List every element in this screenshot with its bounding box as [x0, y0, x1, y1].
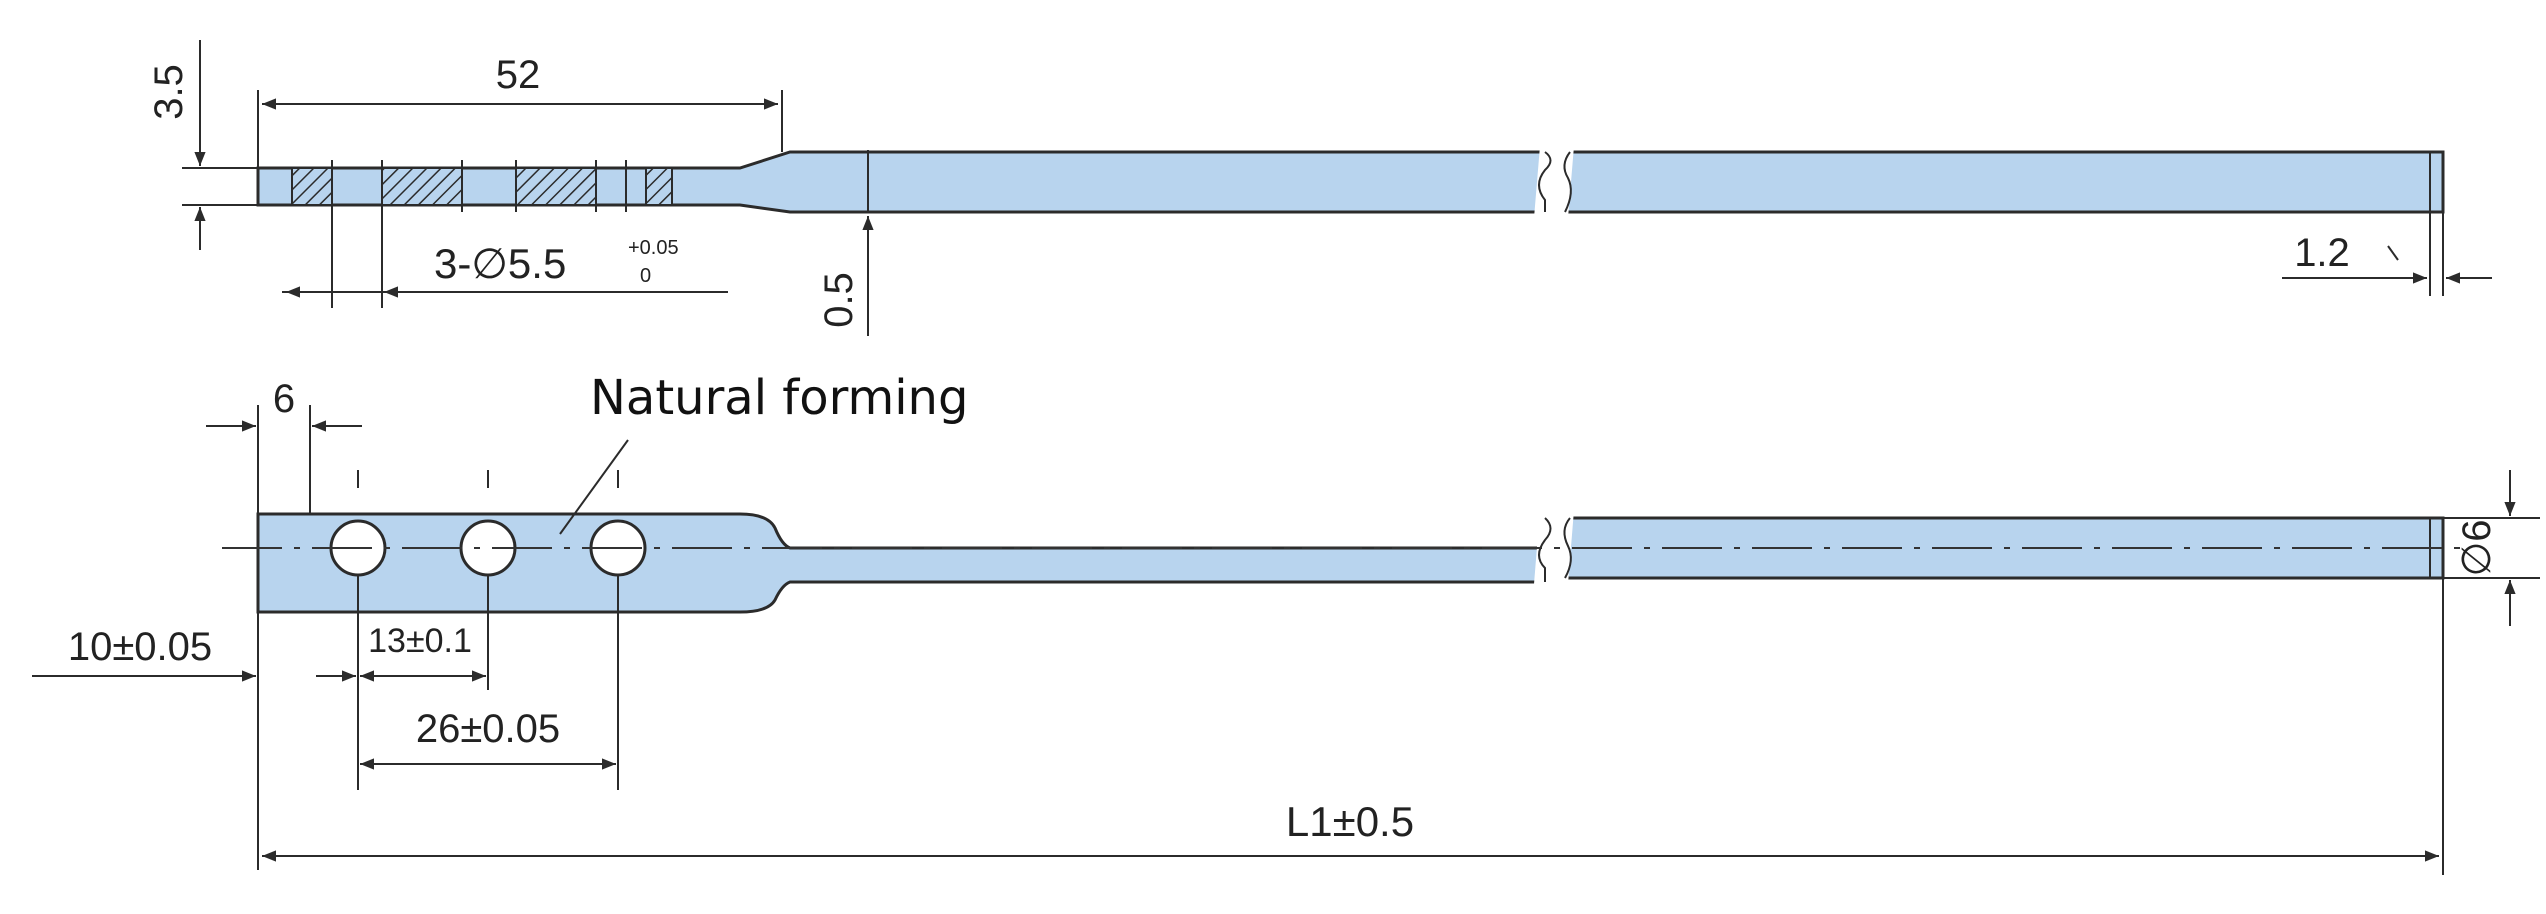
dim-step: 0.5: [817, 272, 861, 328]
dim-hole-tol-lower: 0: [640, 265, 651, 287]
note-natural-forming: Natural forming: [590, 370, 968, 426]
side-rod: [1563, 150, 2445, 214]
side-hatch-4: [645, 167, 673, 206]
dim-rod-diameter: ∅6: [2455, 519, 2499, 576]
dim-total-length: L1±0.5: [1286, 798, 1414, 845]
dim-hole-pitch: 13±0.1: [368, 622, 472, 660]
dim-hole-tol-upper: +0.05: [628, 237, 679, 259]
side-hatch-2: [381, 167, 463, 206]
plan-view: 6 Natural forming 10±0.05 13±0.1 26±0.05…: [32, 370, 2540, 875]
dim-hole-span: 26±0.05: [416, 707, 560, 751]
side-view: 52 3.5 3-∅5.5 +0.05 0 0.5 1.2: [147, 40, 2492, 336]
plan-flat-section: [256, 512, 1547, 614]
dim-first-hole: 10±0.05: [68, 625, 212, 669]
dim-flat-length: 52: [496, 53, 541, 97]
side-hatch-1: [291, 167, 333, 206]
dim-hole-spec: 3-∅5.5: [434, 240, 566, 287]
dim-end-chamfer: 1.2: [2294, 231, 2350, 275]
dim-end-offset: 6: [273, 377, 295, 421]
side-hatch-3: [515, 167, 597, 206]
dim-flat-thickness: 3.5: [147, 64, 191, 120]
